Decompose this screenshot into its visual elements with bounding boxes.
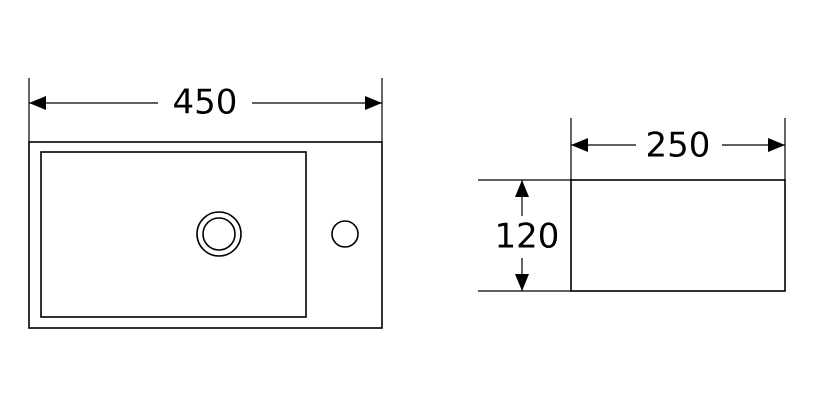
drain-outer-ring [196, 211, 242, 257]
top-view: 450 [28, 78, 383, 329]
drain-inner-ring [202, 217, 236, 251]
top-view-width-label: 450 [173, 83, 238, 123]
tap-hole [331, 220, 359, 248]
side-view-arrow-up-icon [515, 180, 529, 197]
basin-inner-bowl [40, 151, 307, 318]
side-view-arrow-right-icon [768, 138, 785, 152]
side-view-arrow-left-icon [571, 138, 588, 152]
basin-side-profile [570, 179, 786, 292]
basin-outer-outline [28, 141, 383, 329]
top-view-arrow-left-icon [29, 96, 46, 110]
side-view-width-label: 250 [646, 126, 711, 166]
side-view-height-label: 120 [495, 217, 560, 257]
top-view-arrow-right-icon [365, 96, 382, 110]
side-view-arrow-down-icon [515, 274, 529, 291]
side-view: 250 120 [478, 118, 786, 292]
